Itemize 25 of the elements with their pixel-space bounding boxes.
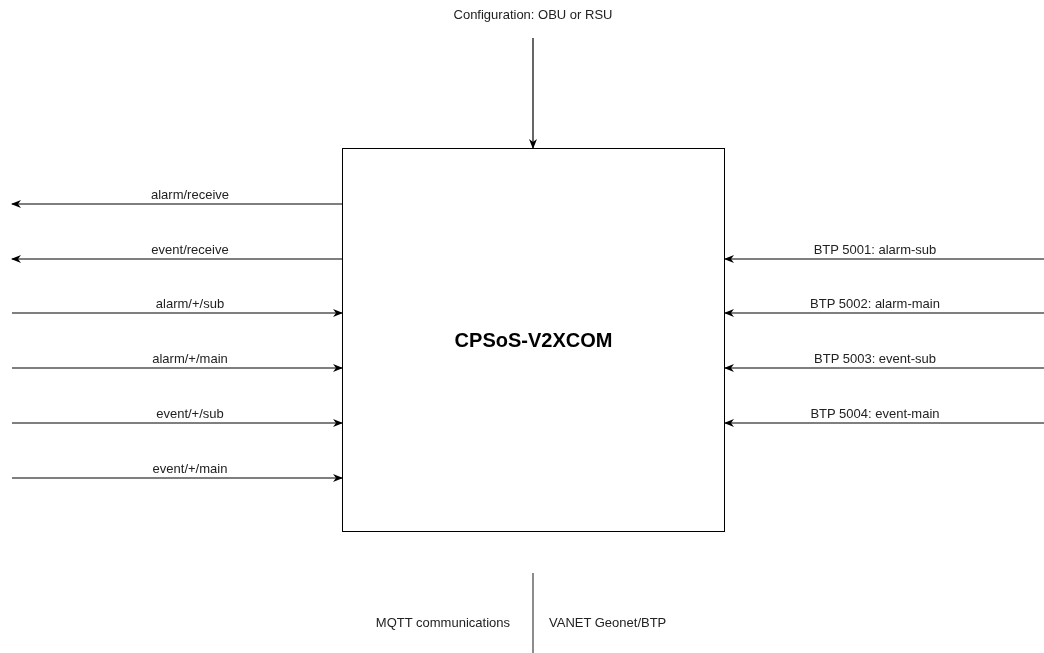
arrow	[529, 37, 537, 149]
edge-label: alarm/+/main	[152, 351, 228, 367]
edge-label: event/+/sub	[156, 406, 224, 422]
arrow	[724, 419, 1044, 427]
arrow	[11, 255, 343, 263]
edge-label: event/receive	[151, 242, 229, 258]
module-box: CPSoS-V2XCOM	[342, 148, 725, 532]
section-label: VANET Geonet/BTP	[549, 614, 667, 632]
section-label: MQTT communications	[375, 614, 510, 632]
arrow	[11, 364, 343, 372]
config-label: Configuration: OBU or RSU	[403, 4, 663, 26]
edge-label: BTP 5002: alarm-main	[810, 296, 940, 312]
arrow	[724, 255, 1044, 263]
edge-label: alarm/receive	[151, 187, 229, 203]
arrow	[724, 309, 1044, 317]
arrow	[11, 474, 343, 482]
edge-label: alarm/+/sub	[155, 296, 225, 312]
edge-label: BTP 5003: event-sub	[814, 351, 936, 367]
arrow	[11, 419, 343, 427]
arrow	[11, 200, 343, 208]
edge-label: BTP 5001: alarm-sub	[813, 242, 937, 258]
arrow	[11, 309, 343, 317]
edge-label: event/+/main	[152, 461, 228, 477]
edge-label: BTP 5004: event-main	[810, 406, 940, 422]
arrow	[724, 364, 1044, 372]
